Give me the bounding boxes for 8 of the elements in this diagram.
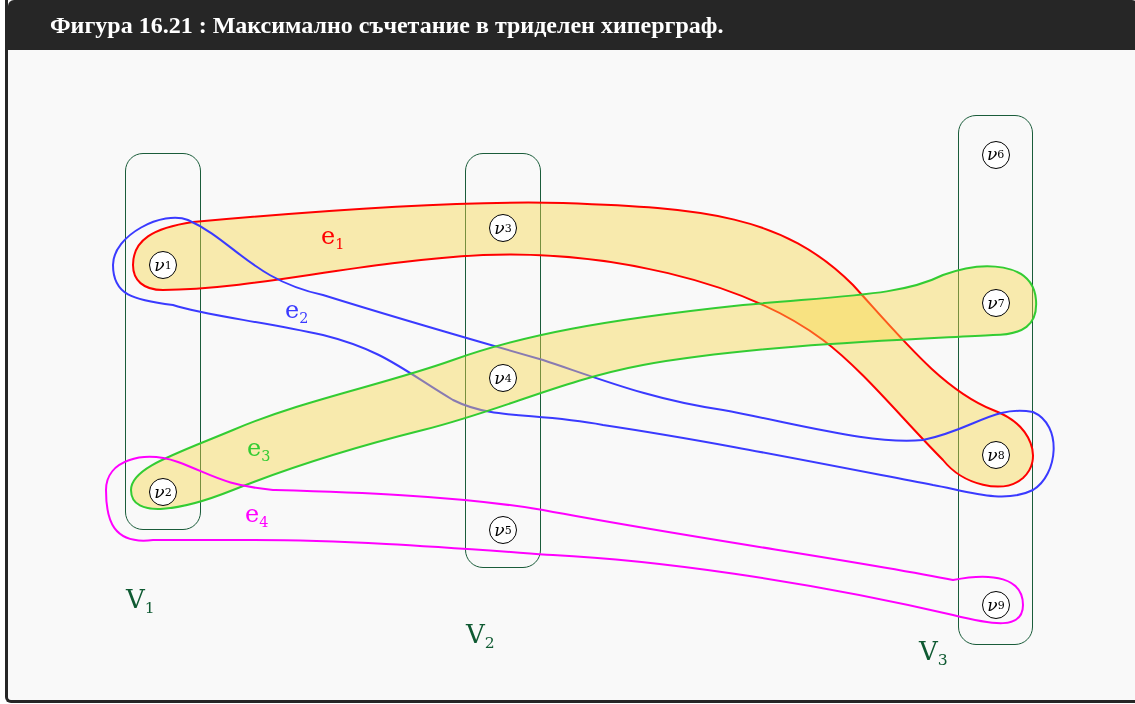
hyperedge-label: e$_{1}$ <box>321 222 345 252</box>
hyperedge-label: e$_{4}$ <box>245 500 269 530</box>
partition-label: V$_{2}$ <box>466 619 495 652</box>
hyperedge-label: e$_{2}$ <box>285 296 309 326</box>
figure-title: Фигура 16.21 : Максимално съчетание в триделен хиперграф. <box>50 12 724 39</box>
partition-label: V$_{1}$ <box>126 584 155 617</box>
partition-label: V$_{3}$ <box>919 636 948 669</box>
hyperedge-label: e$_{3}$ <box>247 434 271 464</box>
